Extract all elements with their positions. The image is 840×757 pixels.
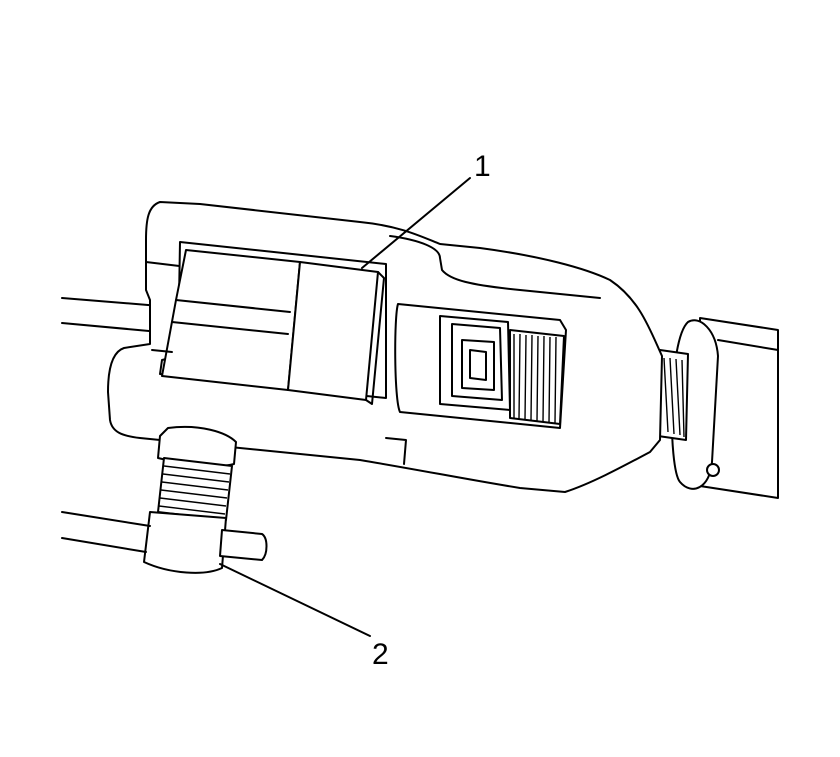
leader-line-1 xyxy=(361,177,471,269)
rack-bar xyxy=(61,297,161,333)
fitting xyxy=(61,426,268,574)
leader-lines xyxy=(219,177,471,637)
flange-hole xyxy=(706,463,720,477)
adjuster-window xyxy=(394,303,567,429)
leader-line-2 xyxy=(219,563,371,637)
piston-cavity xyxy=(151,241,387,405)
callout-label-1: 1 xyxy=(474,150,491,183)
callout-label-2: 2 xyxy=(372,638,389,671)
